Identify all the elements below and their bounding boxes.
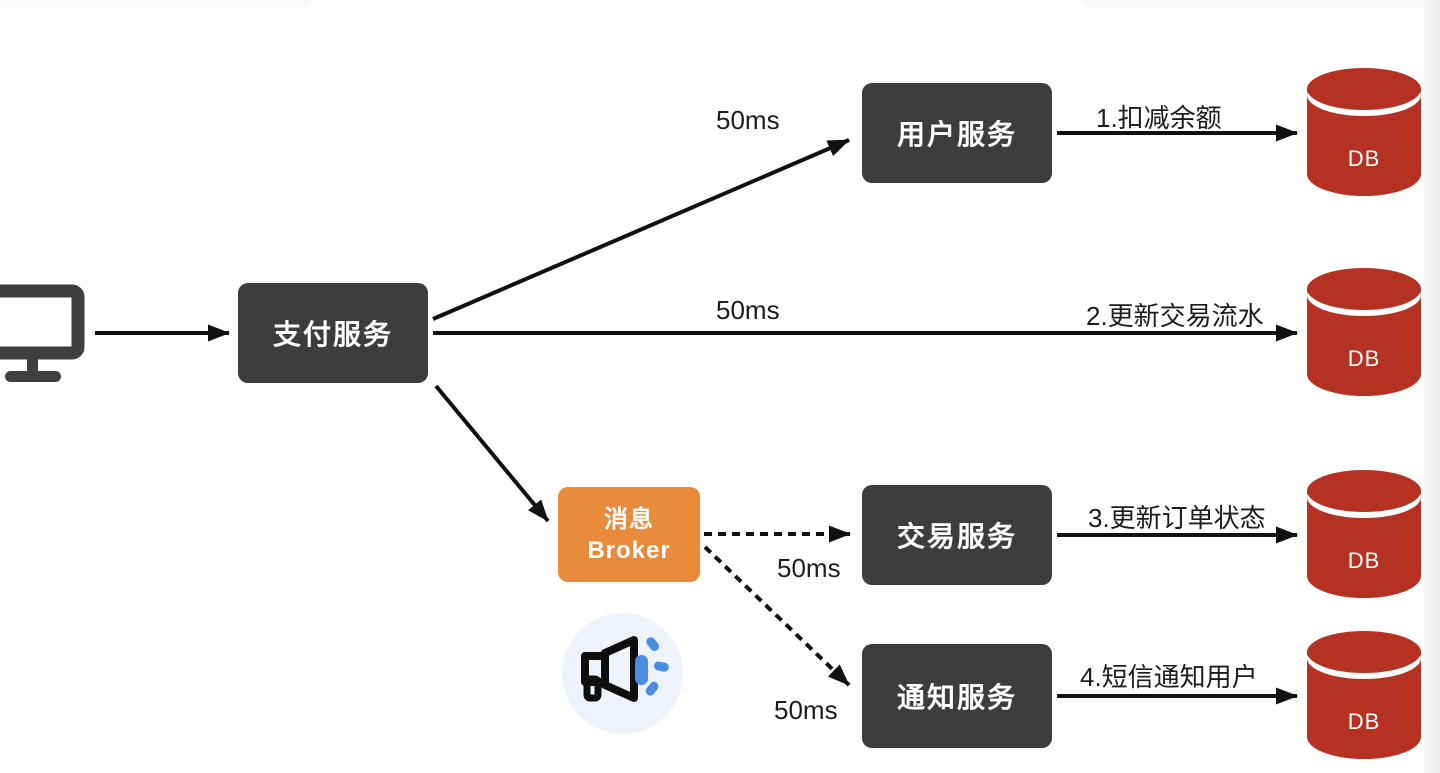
payment-service-label: 支付服务	[272, 319, 393, 350]
megaphone-badge	[562, 613, 683, 734]
top-edge-remnant-left	[0, 0, 312, 7]
database-3: DB	[1307, 470, 1421, 600]
latency-label-broker-notify: 50ms	[774, 695, 838, 725]
node-trade-service: 交易服务	[862, 485, 1052, 585]
database-1-label: DB	[1348, 146, 1381, 171]
client-monitor-icon	[0, 284, 85, 382]
database-cylinder-icon: DB	[1307, 268, 1421, 396]
user-service-label: 用户服务	[896, 119, 1017, 150]
megaphone-icon	[581, 636, 669, 702]
database-4: DB	[1307, 631, 1421, 761]
database-cylinder-icon: DB	[1307, 631, 1421, 759]
latency-label-broker-trade: 50ms	[777, 553, 841, 583]
broker-label-line1: 消息	[604, 505, 654, 533]
step-label-sms-notify-user: 4.短信通知用户	[1080, 662, 1258, 692]
database-2-label: DB	[1348, 346, 1381, 371]
edge-payment-to-broker	[434, 384, 550, 523]
edge-payment-to-user	[432, 138, 850, 321]
node-notify-service: 通知服务	[862, 644, 1052, 748]
database-2: DB	[1307, 268, 1421, 398]
top-edge-remnant-right	[1082, 0, 1440, 8]
page-edge-strip	[1424, 0, 1440, 773]
database-3-label: DB	[1348, 548, 1381, 573]
database-cylinder-icon: DB	[1307, 68, 1421, 196]
step-label-deduct-balance: 1.扣减余额	[1096, 103, 1222, 133]
node-user-service: 用户服务	[862, 83, 1052, 183]
node-message-broker: 消息 Broker	[558, 487, 700, 582]
latency-label-payment-db: 50ms	[716, 295, 780, 325]
step-label-update-order-status: 3.更新订单状态	[1088, 503, 1266, 533]
database-4-label: DB	[1348, 709, 1381, 734]
broker-label-line2: Broker	[587, 536, 671, 564]
database-1: DB	[1307, 68, 1421, 198]
trade-service-label: 交易服务	[896, 521, 1017, 552]
node-payment-service: 支付服务	[238, 283, 428, 383]
database-cylinder-icon: DB	[1307, 470, 1421, 598]
latency-label-payment-user: 50ms	[716, 105, 780, 135]
notify-service-label: 通知服务	[896, 682, 1017, 713]
step-label-update-transaction: 2.更新交易流水	[1086, 301, 1264, 331]
